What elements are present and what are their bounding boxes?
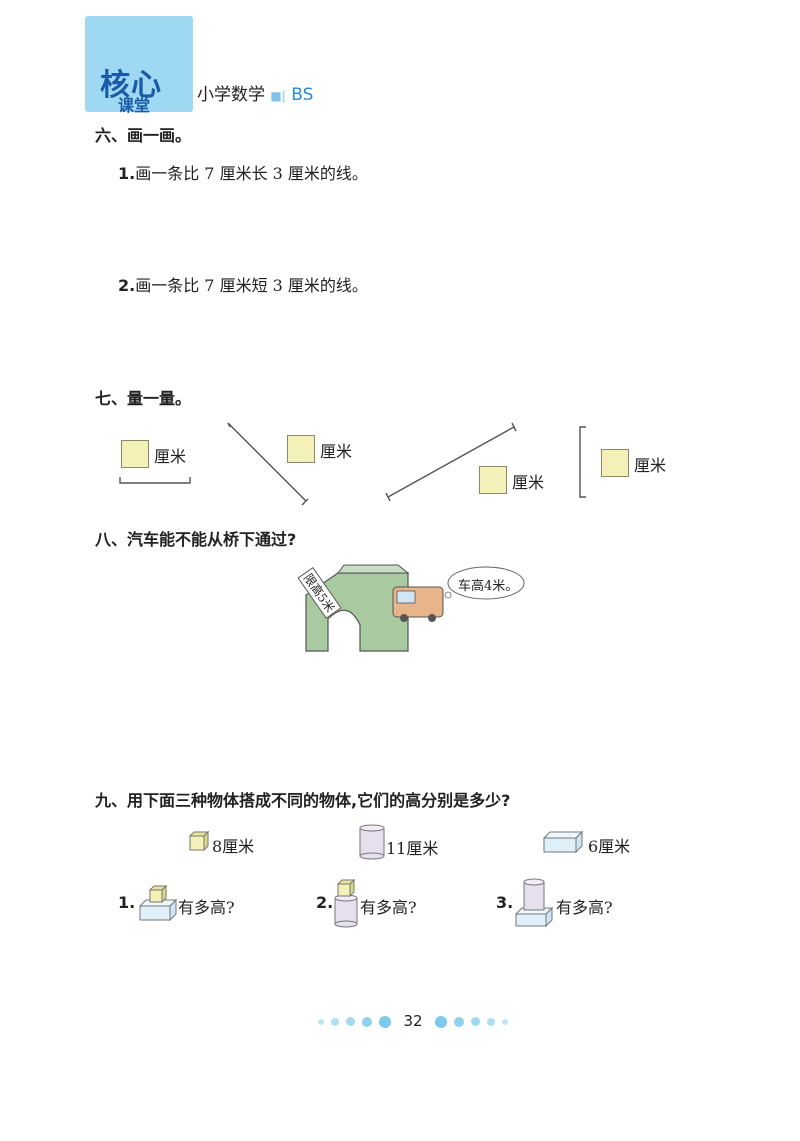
dot-icon	[453, 1016, 464, 1027]
stack-1-icon	[138, 884, 178, 922]
answer-box-1[interactable]	[121, 440, 149, 468]
thought-bubble-icon	[447, 566, 525, 600]
cylinder-icon	[359, 824, 385, 860]
question-6-1: 1.画一条比 7 厘米长 3 厘米的线。	[118, 160, 368, 184]
question-number: 2.	[118, 276, 136, 295]
question-9-2: 2.	[316, 893, 333, 912]
section-7-title: 七、量一量。	[95, 389, 192, 408]
question-text: 画一条比 7 厘米短 3 厘米的线。	[135, 276, 368, 295]
section-9-title: 九、用下面三种物体搭成不同的物体,它们的高分别是多少?	[95, 791, 511, 810]
cube-icon	[188, 830, 210, 852]
logo-subtext: 课堂	[118, 96, 151, 115]
question-9-1: 1.	[118, 893, 135, 912]
measure-line-3-cap-b	[511, 422, 517, 432]
section-6-title: 六、画一画。	[95, 126, 192, 145]
dot-icon	[486, 1017, 495, 1026]
question-9-3: 3.	[496, 893, 513, 912]
cuboid-icon	[542, 830, 584, 854]
page-number: 32	[403, 1012, 423, 1030]
bubble-text: 车高4米。	[458, 579, 519, 594]
measure-line-3-cap-a	[385, 492, 391, 502]
dot-icon	[470, 1017, 480, 1026]
question-number: 1.	[118, 893, 136, 912]
logo-text: 核心	[100, 68, 162, 103]
unit-label-3: 厘米	[512, 473, 545, 492]
edition-label: BS	[291, 85, 314, 105]
stack-3-icon	[514, 878, 554, 928]
measure-figures	[119, 422, 586, 506]
question-9-2-text: 有多高?	[360, 898, 417, 917]
answer-box-2[interactable]	[287, 435, 315, 463]
object-label-cube: 8厘米	[212, 837, 255, 856]
dot-icon	[346, 1017, 356, 1026]
subject-label: 小学数学 ■| BS	[197, 80, 313, 105]
dot-icon	[331, 1017, 340, 1026]
question-number: 3.	[496, 893, 514, 912]
objects-row	[188, 824, 584, 860]
question-9-1-text: 有多高?	[178, 898, 235, 917]
measure-line-2	[227, 422, 307, 502]
page-footer: 32	[317, 1011, 509, 1030]
unit-label-4: 厘米	[634, 456, 667, 475]
measure-line-1	[119, 477, 191, 484]
dot-icon	[379, 1015, 392, 1028]
stacked-objects	[138, 878, 554, 928]
question-number: 2.	[316, 893, 334, 912]
object-label-cylinder: 11厘米	[386, 839, 439, 858]
measure-line-4	[579, 426, 586, 498]
section-8-title: 八、汽车能不能从桥下通过?	[95, 530, 297, 549]
dot-icon	[318, 1018, 324, 1025]
measure-line-3	[387, 426, 515, 498]
dot-icon	[502, 1018, 509, 1025]
logo-badge	[85, 16, 193, 112]
object-label-cuboid: 6厘米	[588, 837, 631, 856]
unit-label-1: 厘米	[154, 447, 187, 466]
question-9-3-text: 有多高?	[556, 898, 613, 917]
stack-2-icon	[334, 878, 358, 928]
answer-box-4[interactable]	[601, 449, 629, 477]
question-6-2: 2.画一条比 7 厘米短 3 厘米的线。	[118, 272, 368, 296]
subject-name: 小学数学	[197, 85, 265, 105]
dot-icon	[362, 1016, 373, 1027]
unit-label-2: 厘米	[320, 442, 353, 461]
divider-icon: ■|	[270, 89, 286, 103]
question-number: 1.	[118, 164, 136, 183]
dot-icon	[434, 1015, 447, 1028]
question-text: 画一条比 7 厘米长 3 厘米的线。	[135, 164, 368, 183]
measure-line-2-cap-b	[301, 498, 309, 506]
answer-box-3[interactable]	[479, 466, 507, 494]
